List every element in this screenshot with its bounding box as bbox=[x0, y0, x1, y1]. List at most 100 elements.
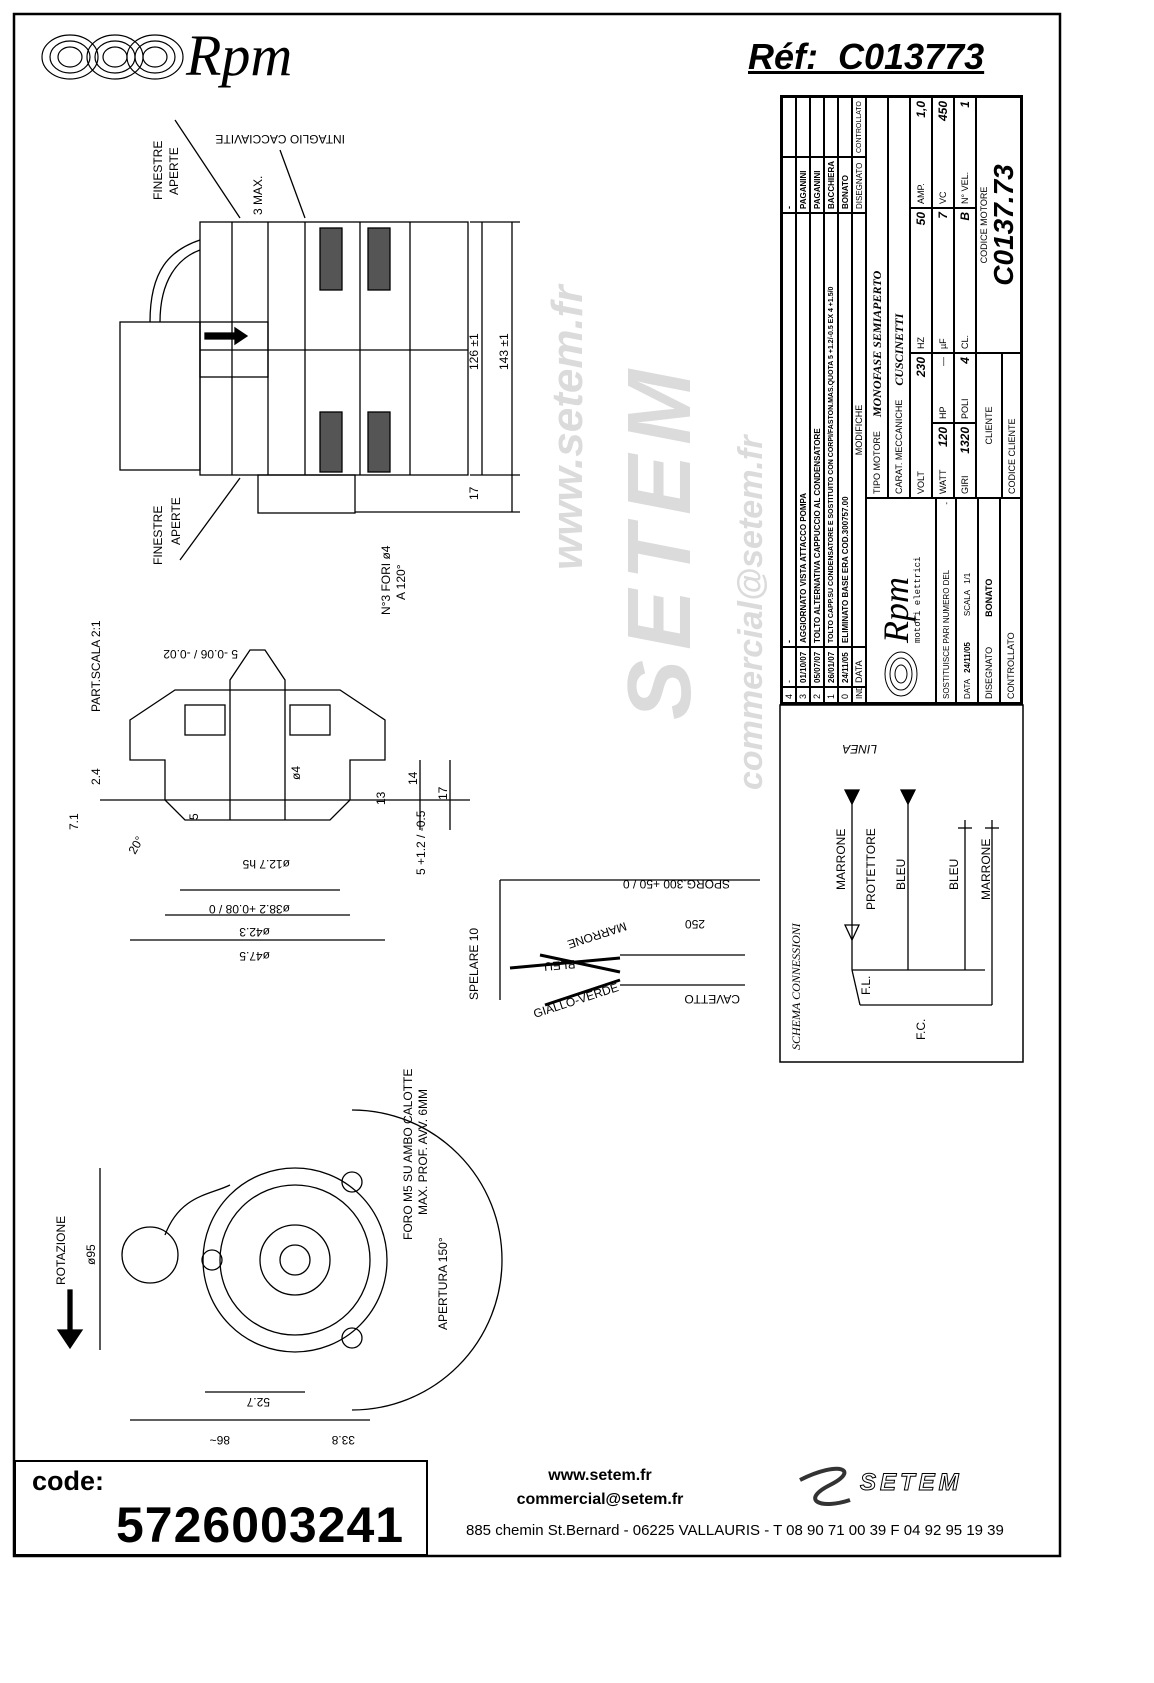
ref-value: C013773 bbox=[838, 36, 985, 77]
part-view bbox=[100, 649, 470, 941]
carat-label: CARAT. MECCANICHE bbox=[894, 399, 904, 494]
spec-value: — bbox=[938, 357, 948, 366]
schema-fl: F.L. bbox=[859, 976, 873, 995]
setem-logo: SETEM bbox=[799, 1466, 959, 1507]
spec-key: µF bbox=[938, 338, 948, 349]
scala-value: 1/1 bbox=[962, 572, 972, 584]
ref-label: Réf: bbox=[748, 36, 818, 77]
data-value: 24/11/05 bbox=[962, 642, 972, 673]
rev-ctrl bbox=[796, 97, 810, 157]
data-label: DATA bbox=[962, 678, 972, 699]
sheet-border bbox=[12, 12, 1062, 1558]
schema-linea: LINEA bbox=[842, 742, 877, 756]
rev-date: 26/01/07 bbox=[824, 647, 838, 687]
spec-value: 1 bbox=[958, 101, 972, 108]
cable-view bbox=[499, 879, 760, 1007]
label-finestre-bot: FINESTRE bbox=[151, 506, 165, 565]
rev-dis: BACCHIERA bbox=[824, 157, 838, 213]
side-view-labels: FINESTRE APERTE INTAGLIO CACCIAVITE 3 MA… bbox=[151, 132, 511, 615]
rev-dis: BONATO bbox=[838, 157, 852, 213]
schema-fc: F.C. bbox=[914, 1019, 928, 1040]
rev-desc: - bbox=[782, 213, 796, 647]
rev-ind: 1 bbox=[824, 687, 838, 703]
label-sporg: SPORG.300 +50 / 0 bbox=[623, 877, 730, 891]
rev-desc: TOLTO CAPP.SU CONDENSATORE E SOSTITUITO … bbox=[824, 213, 838, 647]
tb-codice-cliente: CODICE CLIENTE bbox=[1002, 353, 1021, 498]
rev-date: 05/07/07 bbox=[810, 647, 824, 687]
rpm-logo-coils bbox=[41, 34, 184, 80]
rev-ctrl bbox=[838, 97, 852, 157]
label-apertura: APERTURA 150° bbox=[436, 1237, 450, 1330]
col-disegnato: DISEGNATO bbox=[852, 157, 866, 213]
dim-17b: 17 bbox=[436, 786, 450, 800]
website-link[interactable]: www.setem.fr bbox=[548, 1467, 652, 1484]
spec-key: WATT bbox=[938, 469, 948, 495]
watermark-url: www.setem.fr bbox=[543, 283, 592, 570]
rev-ctrl bbox=[782, 97, 796, 157]
rev-desc: ELIMINATO BASE ERA COD.300757.00 bbox=[838, 213, 852, 647]
schema-protettore: PROTETTORE bbox=[864, 828, 878, 910]
watermark-email: commercial@setem.fr bbox=[732, 434, 770, 790]
rev-date: 01/10/07 bbox=[796, 647, 810, 687]
reference: Réf: C013773 bbox=[748, 36, 984, 78]
tipo-motore-value: MONOFASE SEMIAPERTO bbox=[869, 270, 884, 418]
rev-ind: 2 bbox=[810, 687, 824, 703]
rev-desc: TOLTO ALTERNATIVA CAPPUCCIO AL CONDENSAT… bbox=[810, 213, 824, 647]
rev-dis: PAGANINI bbox=[796, 157, 810, 213]
dim-143: 143 ±1 bbox=[497, 333, 511, 370]
spec-nvel: N° VEL.1 bbox=[954, 97, 976, 208]
spec-key: AMP. bbox=[916, 183, 926, 204]
dim-5b: 5 +1.2 / -0.5 bbox=[414, 810, 428, 875]
label-250: 250 bbox=[685, 917, 705, 931]
title-block: 4 - - - 3 01/10/07 AGGIORNATO VISTA ATTA… bbox=[780, 95, 1023, 705]
dim-phi4: ø4 bbox=[289, 766, 303, 780]
front-view bbox=[56, 1109, 503, 1421]
front-view-labels: ROTAZIONE ø95 FORO M5 SU AMBO CALOTTE MA… bbox=[54, 1069, 450, 1447]
spec-key: POLI bbox=[960, 398, 970, 419]
rpm-coil-icon bbox=[884, 651, 918, 697]
spec-key: GIRI bbox=[960, 475, 970, 494]
dim-52-7: 52.7 bbox=[246, 1395, 270, 1409]
dim-86: 86~ bbox=[210, 1433, 230, 1447]
dim-7-1: 7.1 bbox=[67, 813, 81, 830]
spec-key: VOLT bbox=[916, 471, 926, 494]
label-3-max: 3 MAX. bbox=[251, 176, 265, 215]
email-link[interactable]: commercial@setem.fr bbox=[516, 1491, 684, 1508]
rev-ind: 0 bbox=[838, 687, 852, 703]
watermark-brand: SETEM bbox=[610, 360, 710, 720]
dim-phi38-2: ø38.2 +0.08 / 0 bbox=[209, 902, 290, 916]
cable-view-labels: SPELARE 10 SPORG.300 +50 / 0 250 MARRONE… bbox=[467, 877, 740, 1021]
spec-value: 1320 bbox=[958, 427, 972, 454]
sostituisce-label: SOSTITUISCE PARI NUMERO DEL bbox=[941, 569, 951, 699]
tipo-motore-label: TIPO MOTORE bbox=[872, 431, 882, 494]
label-aperte-top: APERTE bbox=[167, 147, 181, 195]
tb-logo-sub: motori elettrici bbox=[913, 556, 923, 643]
schema-title: SCHEMA CONNESSIONI bbox=[789, 922, 803, 1050]
label-cavetto: CAVETTO bbox=[684, 992, 740, 1006]
spec-value: 120 bbox=[936, 427, 950, 448]
rev-date: - bbox=[782, 647, 796, 687]
spec-cl: CL.B bbox=[954, 208, 976, 353]
spec-key: HP bbox=[938, 406, 948, 419]
side-view bbox=[119, 119, 520, 561]
schema-bleu2: BLEU bbox=[947, 859, 961, 890]
label-finestre-top: FINESTRE bbox=[151, 141, 165, 200]
dim-phi47-5: ø47.5 bbox=[239, 949, 270, 963]
code-label: code: bbox=[32, 1466, 105, 1496]
label-foro: FORO M5 SU AMBO CALOTTE bbox=[401, 1069, 415, 1240]
dim-5: 5 bbox=[187, 813, 201, 820]
spec-value: B bbox=[958, 212, 972, 221]
dim-2-4: 2.4 bbox=[89, 768, 103, 785]
spec-value: 7 bbox=[936, 212, 950, 219]
part-view-labels: PART.SCALA 2:1 5 -0.06 / -0.02 2.4 7.1 2… bbox=[67, 620, 450, 963]
brand-logo: Rpm bbox=[186, 23, 293, 88]
disegnato-value: BONATO bbox=[984, 578, 994, 617]
dim-33-8: 33.8 bbox=[331, 1433, 355, 1447]
col-modifiche: MODIFICHE bbox=[852, 213, 866, 647]
spec-amp: AMP.1,0 bbox=[910, 97, 932, 208]
